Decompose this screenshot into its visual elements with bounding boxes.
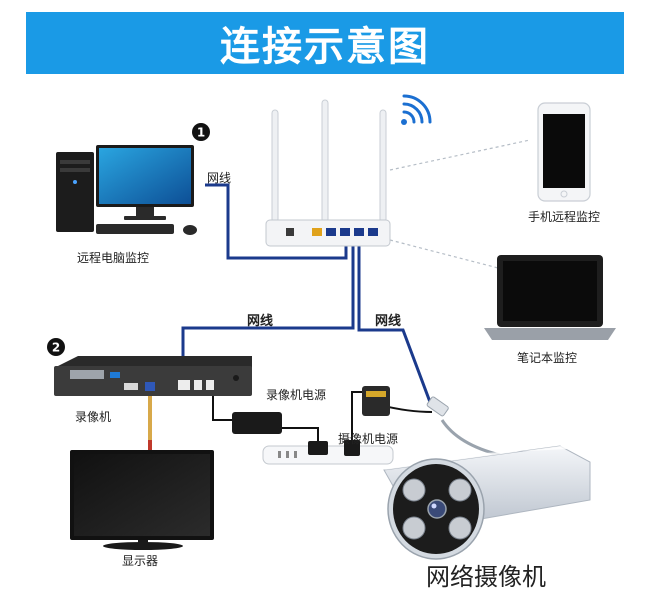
- label-network-cable-top: 网线: [207, 171, 231, 185]
- laptop: [484, 255, 616, 340]
- badge-two: [47, 338, 65, 356]
- wifi-icon: [401, 94, 432, 125]
- label-nvr: 录像机: [75, 410, 111, 424]
- laptop-base: [484, 328, 616, 340]
- plug-camera: [344, 440, 360, 456]
- router: [265, 99, 391, 247]
- desktop-pc: [56, 145, 197, 235]
- pc-keyboard: [96, 224, 174, 234]
- plug-nvr: [308, 441, 328, 455]
- title-banner: 连接示意图: [26, 12, 624, 74]
- pc-monitor-screen: [99, 148, 191, 204]
- badge-two-label: 2: [52, 341, 60, 355]
- label-camera: 网络摄像机: [426, 563, 546, 591]
- cable-camera-pigtail: [440, 419, 501, 457]
- badge-one: [192, 123, 210, 141]
- wireless-link-laptop: [389, 239, 499, 269]
- label-nvr-power: 录像机电源: [266, 388, 326, 402]
- camera-ir-led-4: [448, 516, 472, 540]
- nvr-top: [54, 356, 252, 368]
- router-antenna-right: [379, 109, 387, 223]
- phone-screen: [543, 114, 585, 188]
- camera-ir-led-1: [402, 478, 426, 502]
- cable-nvr-adapter-strip: [282, 427, 319, 446]
- cable-pc-router: [205, 183, 348, 260]
- monitor-stand: [103, 542, 183, 550]
- camera-lens: [427, 499, 447, 519]
- monitor-screen: [74, 454, 210, 536]
- nvr-recorder: [54, 356, 252, 396]
- label-phone: 手机远程监控: [528, 209, 600, 224]
- rj45-connector: [426, 396, 449, 417]
- label-monitor: 显示器: [122, 554, 158, 568]
- label-laptop: 笔记本监控: [517, 350, 577, 365]
- label-network-cable-camera: 网线: [375, 313, 401, 329]
- label-network-cable-nvr: 网线: [247, 313, 273, 329]
- cables: [148, 139, 531, 457]
- cable-nvr-power: [212, 395, 232, 421]
- wireless-link-phone: [389, 139, 531, 171]
- router-antenna-left: [271, 109, 279, 223]
- display-monitor: [70, 450, 214, 550]
- router-antenna-middle: [321, 99, 329, 223]
- page-title: 连接示意图: [220, 24, 430, 70]
- camera-ir-led-3: [402, 516, 426, 540]
- cable-router-nvr: [181, 236, 355, 378]
- nvr-power-adapter: [232, 412, 282, 434]
- camera-ir-led-2: [448, 478, 472, 502]
- camera-power-adapter: [362, 386, 390, 416]
- pc-mouse: [183, 225, 197, 235]
- label-remote-pc: 远程电脑监控: [77, 250, 149, 265]
- label-camera-power: 摄像机电源: [338, 431, 398, 446]
- smartphone: [537, 102, 591, 202]
- badge-one-label: 1: [197, 126, 205, 140]
- power-strip: [262, 440, 394, 465]
- network-camera: [383, 445, 591, 560]
- laptop-screen: [503, 261, 597, 321]
